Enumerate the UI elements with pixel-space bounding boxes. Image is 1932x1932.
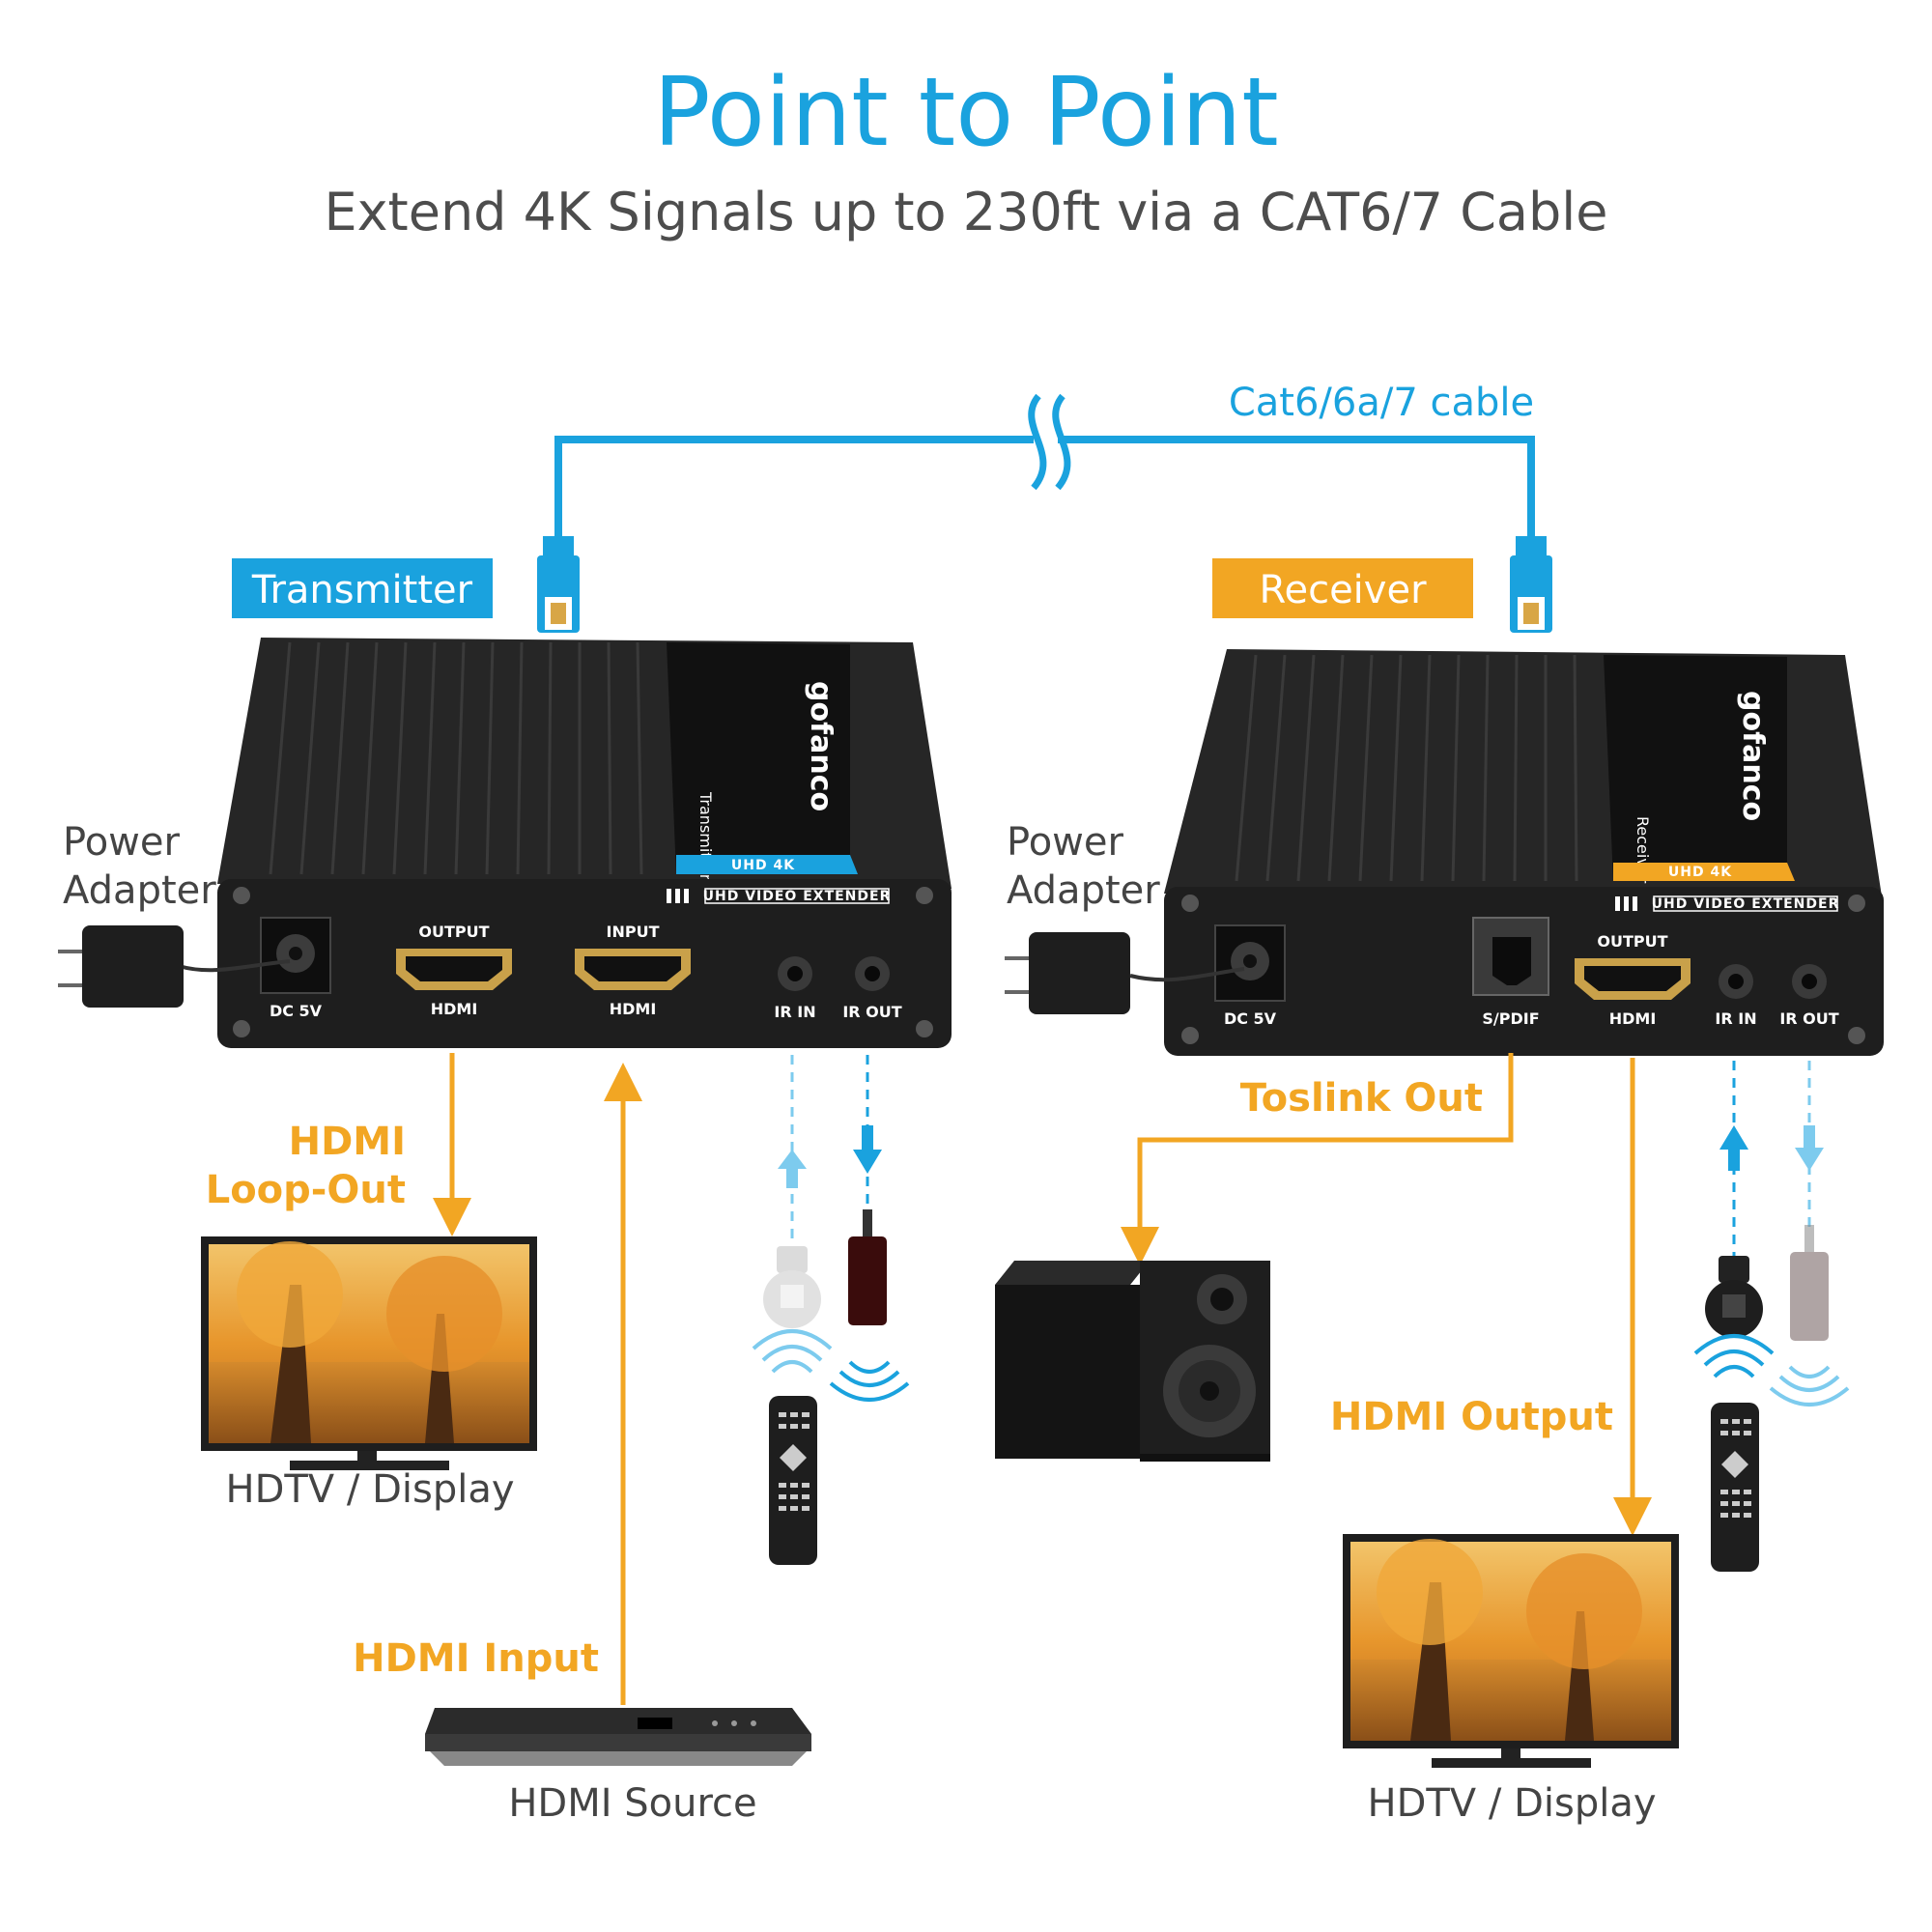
receiver-tag-label: Receiver [1259, 568, 1427, 612]
cable-break-icon [1028, 393, 1047, 491]
port-label-input: INPUT [607, 923, 660, 941]
ir-signal-icon [752, 1329, 833, 1374]
rx-power-label-1: Power [1007, 820, 1123, 865]
rj45-plug-icon [1510, 536, 1552, 633]
cat-cable [554, 393, 1535, 541]
ir-signal-icon [1693, 1334, 1775, 1378]
ir-receiver-sensor-icon [1705, 1256, 1763, 1338]
tv-icon [1343, 1534, 1679, 1768]
tx-power-label-1: Power [63, 820, 180, 865]
rx-port-label-ir-in: IR IN [1715, 1009, 1756, 1028]
ir-up-arrow-icon [778, 1150, 807, 1188]
receiver-tag: Receiver [1212, 558, 1473, 618]
ir-down-arrow-icon [853, 1125, 882, 1174]
rj45-plug-icon [537, 536, 580, 633]
ir-down-arrow-icon [1795, 1125, 1824, 1171]
screw-icon [233, 887, 933, 1037]
transmitter-device: gofanco Transmitter UHD 4K UHD VIDEO EXT… [217, 638, 952, 1048]
tx-display-label: HDTV / Display [225, 1467, 514, 1512]
receiver-badge: UHD 4K [1668, 865, 1732, 880]
port-label-ir-out: IR OUT [842, 1003, 901, 1021]
receiver-band-label: UHD VIDEO EXTENDER [1652, 896, 1840, 912]
bluray-player-icon [425, 1708, 811, 1766]
stripe-icon [1615, 896, 1637, 911]
ir-signal-icon [1769, 1365, 1850, 1406]
rx-port-label-spdif: S/PDIF [1482, 1009, 1539, 1028]
tv-icon [201, 1236, 537, 1470]
loop-out-label-2: Loop-Out [206, 1168, 406, 1212]
ir-blaster-icon [1790, 1225, 1829, 1341]
toslink-arrow [1121, 1053, 1514, 1265]
remote-control-icon [1711, 1403, 1759, 1572]
receiver-brand: gofanco [1736, 691, 1770, 821]
power-adapter-icon [58, 925, 291, 1008]
ir-receiver-sensor-icon [763, 1246, 821, 1328]
transmitter-band-label: UHD VIDEO EXTENDER [703, 889, 892, 904]
port-label-dc: DC 5V [270, 1002, 323, 1020]
remote-control-icon [769, 1396, 817, 1565]
stripe-icon [667, 889, 689, 903]
ir-up-arrow-icon [1719, 1125, 1748, 1171]
speaker-icon [995, 1261, 1270, 1462]
transmitter-tag-label: Transmitter [251, 568, 473, 612]
tx-power-label-2: Adapter [63, 868, 216, 913]
ir-signal-icon [829, 1360, 910, 1402]
port-label-output-hdmi: HDMI [431, 1000, 478, 1018]
screw-icon [1181, 895, 1865, 1044]
toslink-label: Toslink Out [1240, 1076, 1483, 1121]
ir-blaster-icon [848, 1209, 887, 1325]
power-adapter-icon [1005, 932, 1245, 1014]
hdmi-output-label: HDMI Output [1330, 1395, 1613, 1439]
page-title: Point to Point [653, 58, 1278, 168]
rx-port-label-output: OUTPUT [1597, 932, 1667, 951]
page-subtitle: Extend 4K Signals up to 230ft via a CAT6… [324, 182, 1607, 242]
rx-power-label-2: Adapter [1007, 868, 1160, 913]
rx-port-label-output-hdmi: HDMI [1609, 1009, 1657, 1028]
transmitter-tag: Transmitter [232, 558, 493, 618]
source-label: HDMI Source [508, 1781, 756, 1826]
receiver-device: gofanco Receiver UHD 4K UHD VIDEO EXTEND… [1164, 649, 1884, 1056]
rx-display-label: HDTV / Display [1367, 1781, 1656, 1826]
port-label-ir-in: IR IN [774, 1003, 815, 1021]
port-label-input-hdmi: HDMI [610, 1000, 657, 1018]
transmitter-badge: UHD 4K [731, 858, 795, 873]
hdmi-input-label: HDMI Input [353, 1636, 599, 1681]
transmitter-brand: gofanco [804, 681, 838, 811]
rx-port-label-ir-out: IR OUT [1779, 1009, 1838, 1028]
port-label-output: OUTPUT [418, 923, 489, 941]
cable-label: Cat6/6a/7 cable [1229, 381, 1534, 425]
loop-out-label-1: HDMI [289, 1120, 406, 1164]
rx-port-label-dc: DC 5V [1224, 1009, 1277, 1028]
